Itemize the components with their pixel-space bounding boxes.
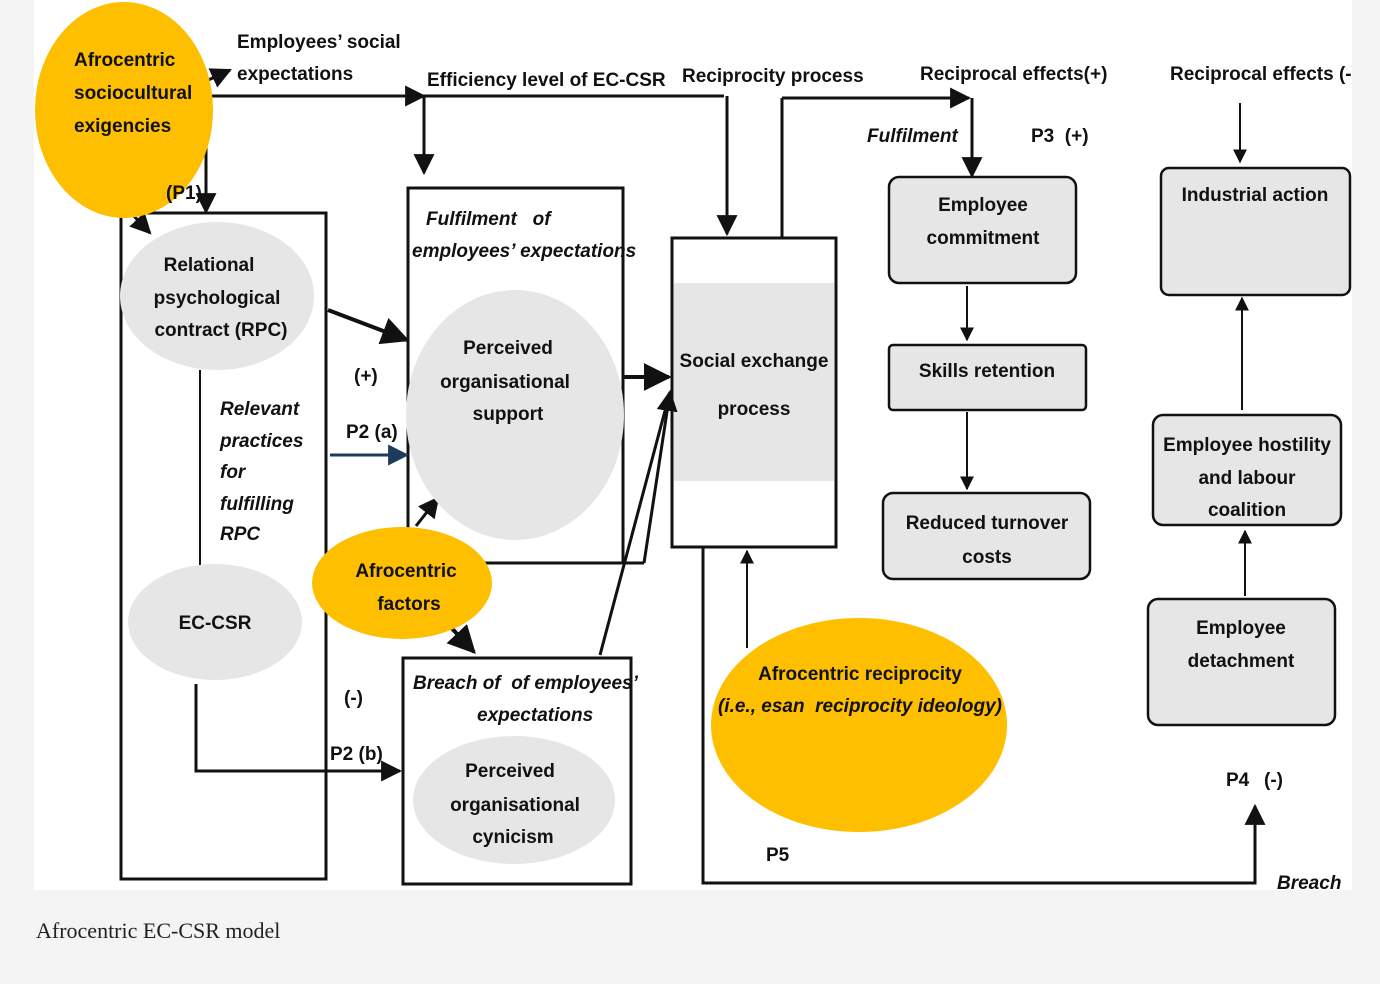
skills-retention-box (887, 343, 1088, 412)
industrial-label: Industrial action (1182, 185, 1329, 206)
fulfilment-box-line-2: employees’ expectations (412, 241, 636, 262)
hostility-line-2: and labour (1198, 468, 1296, 489)
afro-factors-line-1: Afrocentric (355, 561, 457, 582)
rpc-node (120, 222, 314, 370)
breach-label: Breach (1277, 873, 1341, 890)
figure-caption: Afrocentric EC-CSR model (36, 918, 281, 943)
hostility-line-3: coalition (1208, 500, 1286, 521)
p5-label: P5 (766, 845, 790, 866)
employee-commitment-box (887, 175, 1078, 285)
relevant-line-1: Relevant (220, 399, 300, 420)
p4-sign-label: (-) (1264, 770, 1283, 791)
afro-factors-line-2: factors (377, 594, 440, 615)
pos-line-3: support (473, 404, 544, 425)
afro-recip-line-2: (i.e., esan reciprocity ideology) (718, 696, 1002, 717)
rpc-line-3: contract (RPC) (154, 320, 287, 341)
poc-line-1: Perceived (465, 761, 555, 782)
breach-box-line-2: expectations (477, 705, 593, 726)
afrocentric-sociocultural-node (35, 2, 213, 218)
pos-node (406, 290, 624, 540)
turnover-line-2: costs (962, 547, 1012, 568)
efficiency-label: Efficiency level of EC-CSR (427, 70, 666, 91)
breach-box-line-1: Breach of of employees’ (413, 673, 639, 694)
sep-inner (674, 283, 834, 481)
relevant-line-3: for (220, 462, 247, 483)
p3-label: P3 (+) (1031, 126, 1089, 147)
afro-recip-line-1: Afrocentric reciprocity (758, 664, 962, 685)
left-container (119, 211, 328, 881)
relevant-line-2: practices (219, 431, 303, 452)
sep-line-1: Social exchange (680, 351, 829, 372)
poc-node (413, 736, 615, 864)
pos-line-1: Perceived (463, 338, 553, 359)
hostility-line-1: Employee hostility (1163, 435, 1331, 456)
breach-box (401, 656, 633, 886)
poc-line-2: organisational (450, 795, 580, 816)
employees-social-line-1: Employees’ social (237, 32, 401, 53)
p2b-label: P2 (b) (330, 744, 383, 765)
minus-label: (-) (344, 688, 363, 709)
afro-socio-line-2: sociocultural (74, 83, 192, 104)
ec-csr-label: EC-CSR (179, 613, 252, 634)
plus-label: (+) (354, 366, 378, 387)
reciprocal-effects-neg-label: Reciprocal effects (-) (1170, 64, 1352, 85)
p2a-label: P2 (a) (346, 422, 398, 443)
fulfilment-box-line-1: Fulfilment of (426, 209, 552, 230)
turnover-line-1: Reduced turnover (906, 513, 1069, 534)
employees-social-line-2: expectations (237, 64, 353, 85)
commitment-line-2: commitment (927, 228, 1041, 249)
reduced-turnover-box (881, 491, 1092, 581)
ec-csr-node (128, 564, 302, 680)
fulfilment-label: Fulfilment (867, 126, 958, 147)
industrial-action-box (1159, 166, 1352, 297)
reciprocity-process-label: Reciprocity process (682, 66, 864, 87)
afro-socio-line-1: Afrocentric (74, 50, 176, 71)
relevant-line-5: RPC (220, 524, 260, 545)
p4-label: P4 (1226, 770, 1250, 791)
rpc-line-2: psychological (154, 288, 281, 309)
sep-line-2: process (718, 399, 791, 420)
afrocentric-reciprocity-node (711, 618, 1007, 832)
commitment-line-1: Employee (938, 195, 1028, 216)
skills-label: Skills retention (919, 361, 1055, 382)
p1-label: (P1) (166, 183, 202, 204)
employee-hostility-box (1151, 413, 1343, 527)
afrocentric-factors-node (312, 527, 492, 639)
rpc-line-1: Relational (164, 255, 255, 276)
detachment-line-1: Employee (1196, 618, 1286, 639)
detachment-line-2: detachment (1188, 651, 1295, 672)
employee-detachment-box (1146, 597, 1337, 727)
relevant-line-4: fulfilling (220, 494, 294, 515)
reciprocal-effects-pos-label: Reciprocal effects(+) (920, 64, 1107, 85)
afro-socio-line-3: exigencies (74, 116, 171, 137)
pos-line-2: organisational (440, 372, 570, 393)
poc-line-3: cynicism (472, 827, 553, 848)
model-diagram: Afrocentric sociocultural exigencies Rel… (34, 0, 1358, 894)
